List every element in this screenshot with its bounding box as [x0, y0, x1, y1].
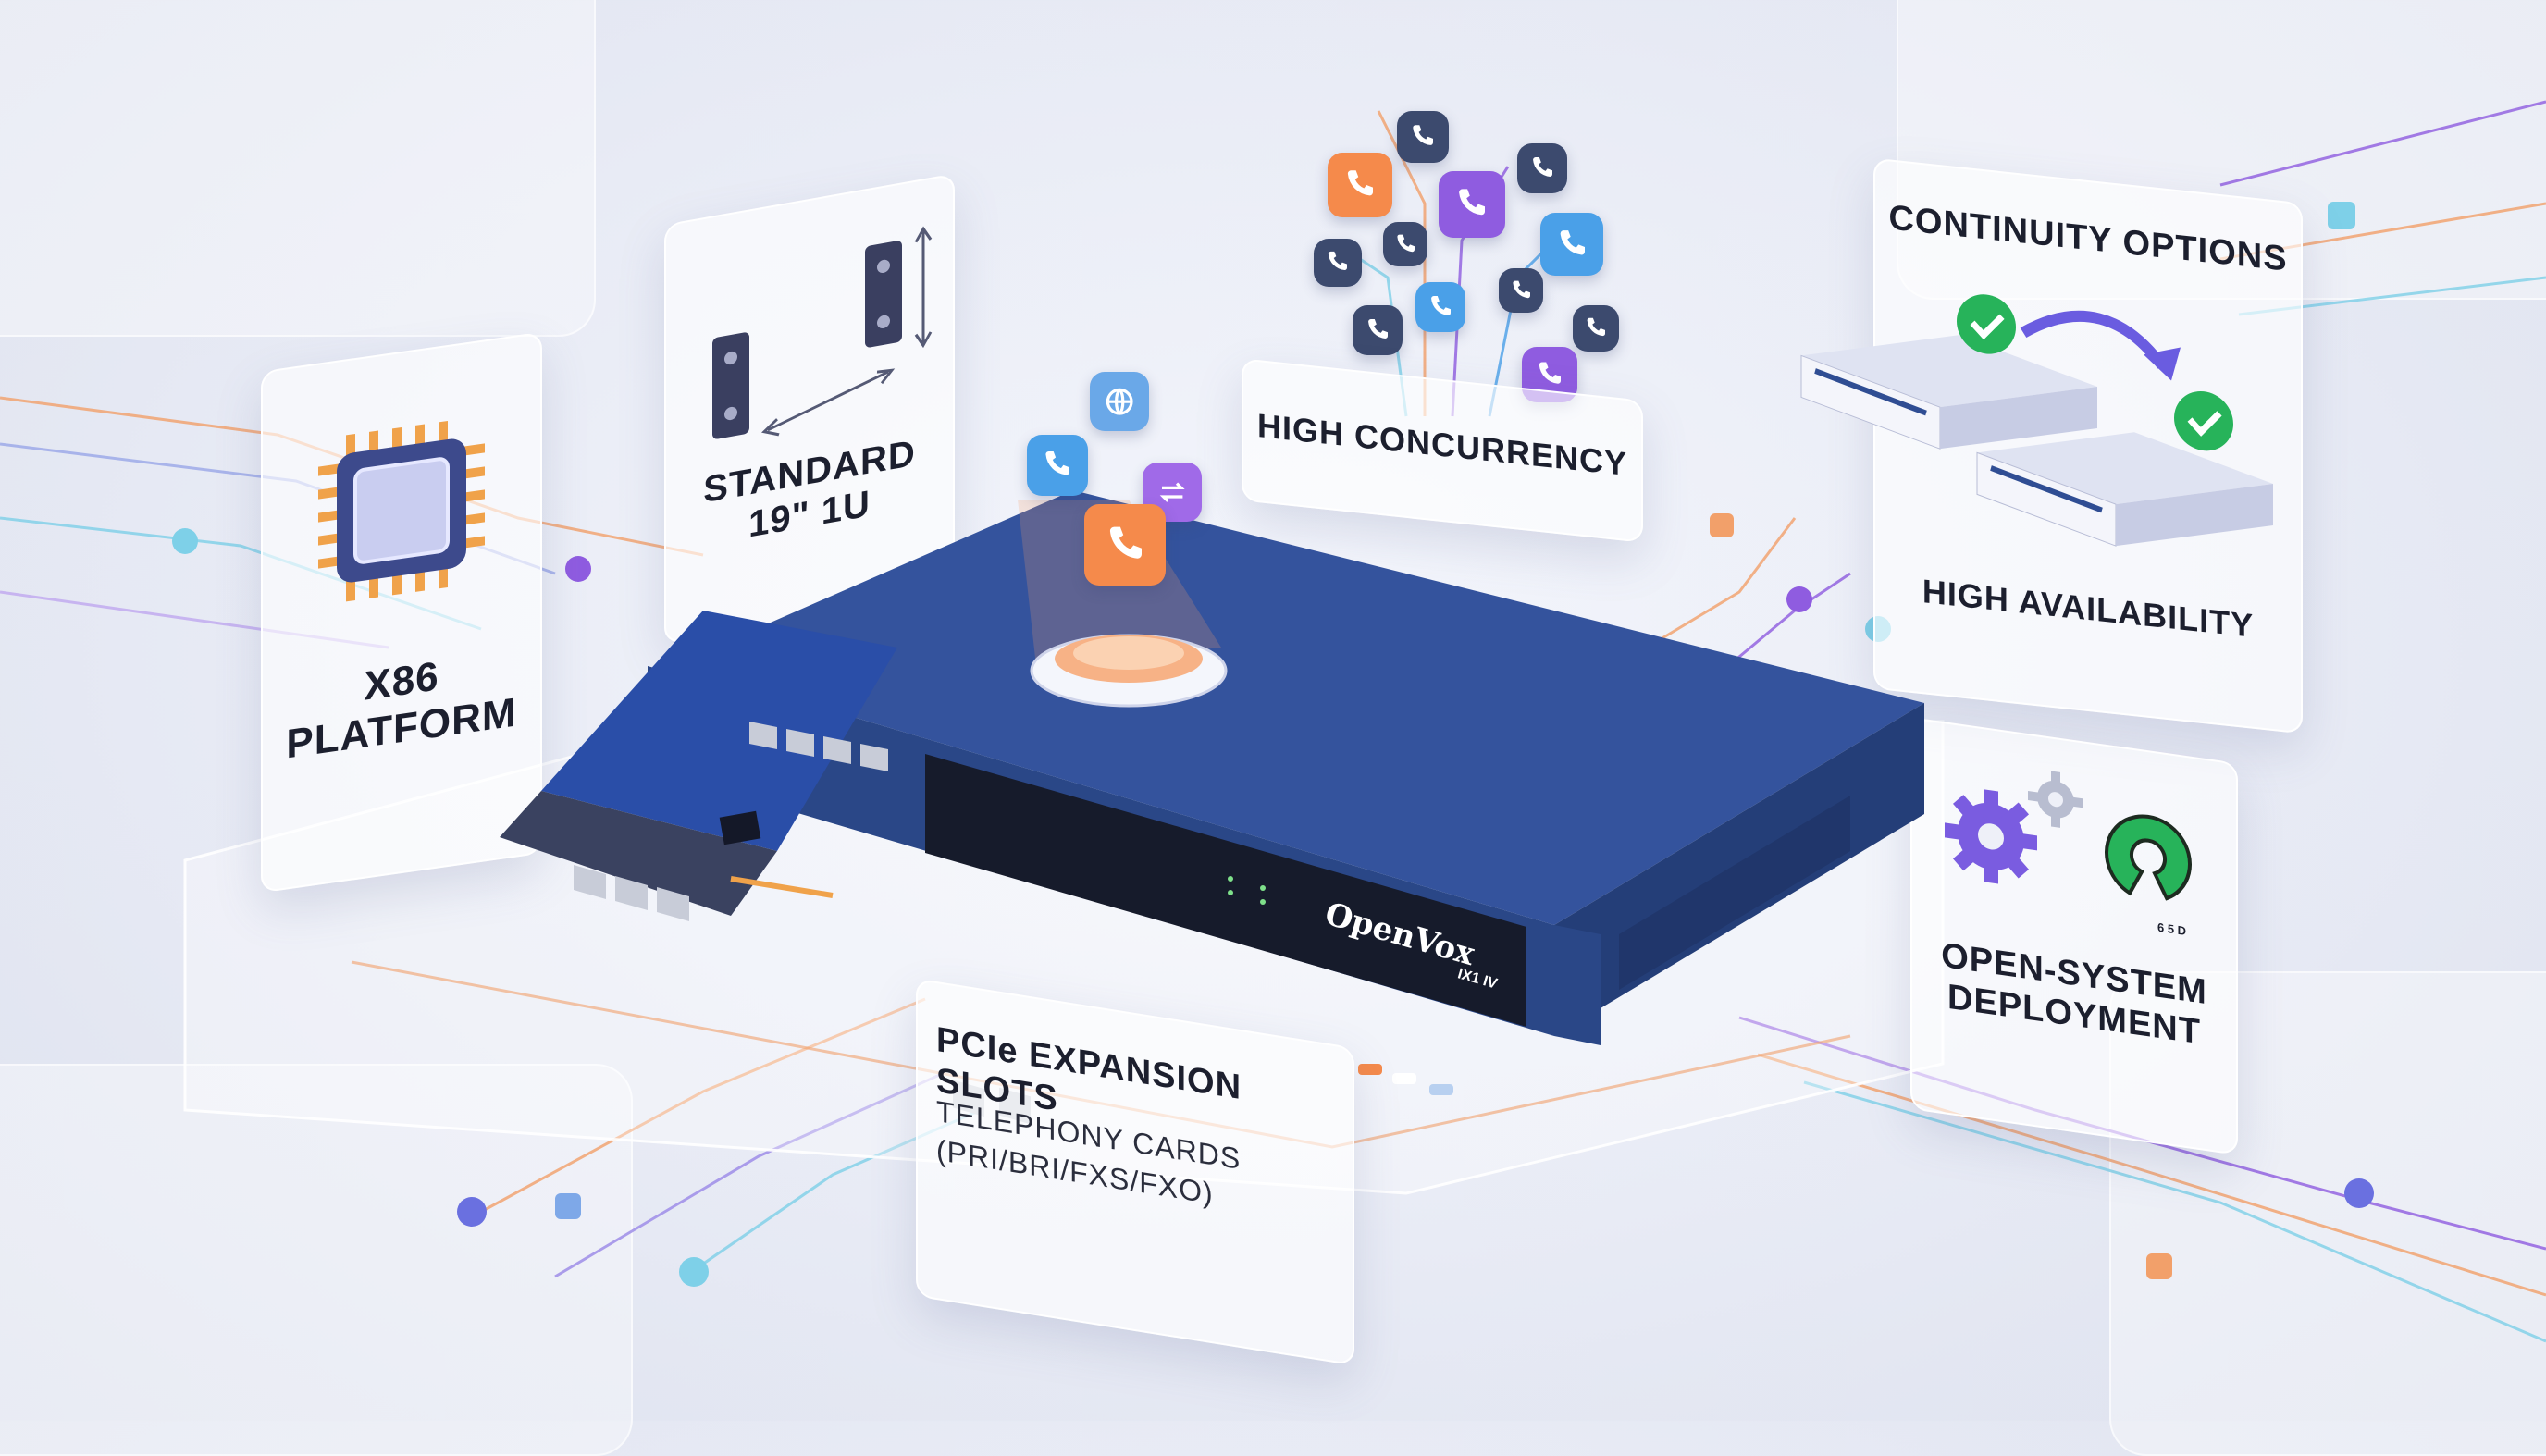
phone-icon [1499, 268, 1543, 313]
phone-icon [1353, 305, 1403, 355]
check-icon [1957, 294, 2016, 354]
phone-icon [1383, 222, 1427, 266]
globe-icon [1090, 372, 1149, 431]
cpu-icon [318, 420, 485, 602]
phone-icon [1439, 171, 1505, 238]
server-primary [1800, 335, 2097, 450]
openvox-appliance [500, 490, 1924, 1125]
server-secondary [1976, 432, 2273, 547]
phone-icon [1517, 143, 1567, 193]
gear-icon [1945, 771, 2083, 884]
phone-icon [1397, 111, 1449, 163]
failover-diagram [1800, 294, 2273, 547]
phone-icon [1540, 213, 1603, 276]
open-source-icon [2105, 814, 2192, 901]
rack-panel: STANDARD 19" 1U [664, 173, 955, 645]
open-system-panel: 6 5 D OPEN-SYSTEM DEPLOYMENT [1910, 717, 2238, 1155]
phone-icon [1328, 153, 1392, 217]
phone-icon [1573, 305, 1619, 352]
phone-icon [1415, 282, 1465, 332]
phone-icon [1027, 435, 1088, 496]
phone-icon [1314, 239, 1362, 287]
continuity-panel: CONTINUITY OPTIONS HIGH AVAILABILITY [1800, 157, 2303, 734]
check-icon [2174, 390, 2233, 451]
phone-icon [1084, 504, 1166, 586]
x86-platform-panel: x86 PLATFORM [261, 331, 542, 894]
rack-ear-icon [712, 226, 933, 439]
bg-tile-1 [0, 0, 596, 337]
